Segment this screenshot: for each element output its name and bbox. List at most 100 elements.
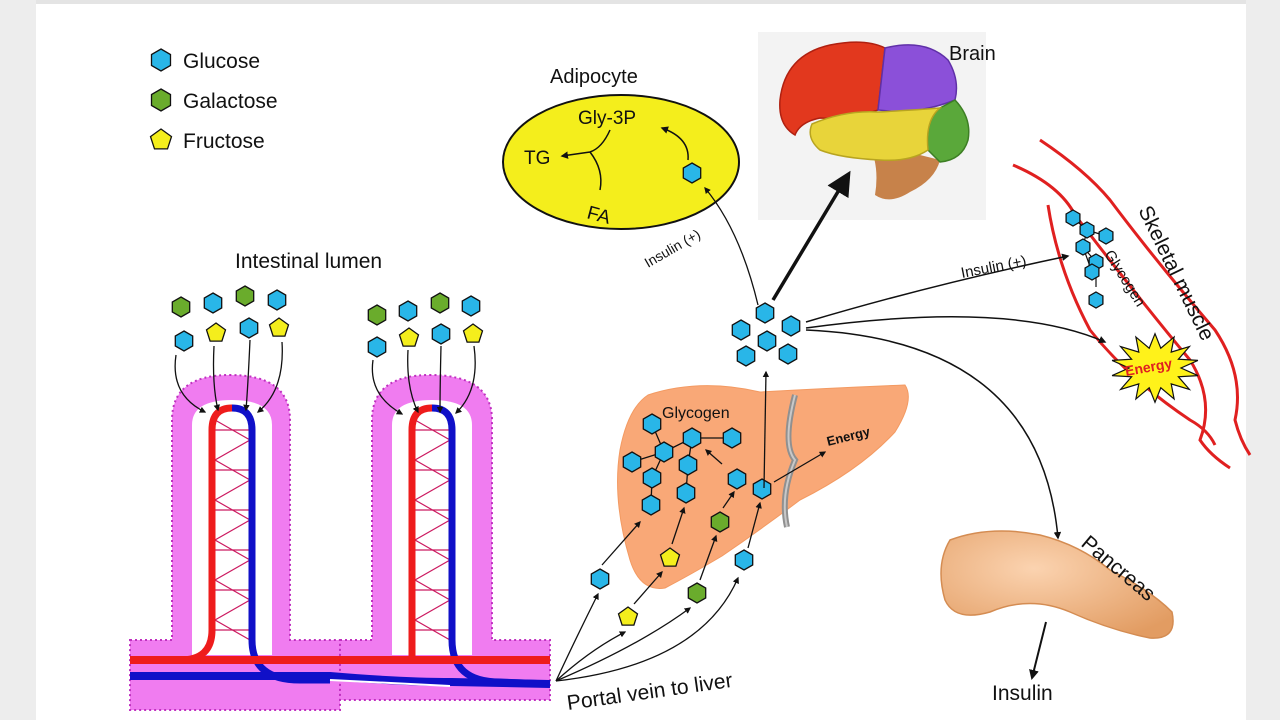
glucose-icon [781, 315, 801, 337]
glucose-icon [682, 427, 702, 449]
glucose-icon [1065, 209, 1081, 227]
blood-glucose-cluster [731, 302, 801, 367]
glucose-icon [174, 330, 194, 352]
legend: Glucose Galactose Fructose [149, 48, 278, 153]
legend-label-galactose: Galactose [183, 90, 278, 113]
glucose-icon [203, 292, 223, 314]
insulin-plus-adipocyte-label: Insulin (+) [642, 226, 704, 271]
legend-label-fructose: Fructose [183, 130, 265, 153]
muscle-outline-right [1039, 138, 1252, 456]
intestine: Intestinal lumen [129, 250, 551, 711]
legend-item-galactose: Galactose [150, 88, 278, 113]
adipocyte-cell [502, 94, 740, 230]
galactose-icon [367, 304, 387, 326]
muscle-glycogen-bonds [1072, 217, 1107, 287]
insulin-label: Insulin [992, 682, 1053, 705]
vein-highlight [329, 679, 451, 687]
galactose-icon [150, 88, 172, 112]
glucose-icon [734, 549, 754, 571]
glucose-icon [778, 343, 798, 365]
fructose-icon [617, 606, 639, 626]
blood-to-pancreas-arrow [805, 329, 1062, 540]
glucose-icon [1088, 291, 1104, 309]
glucose-icon [676, 482, 696, 504]
adipocyte-label: Adipocyte [550, 66, 638, 88]
glucose-icon [678, 454, 698, 476]
adipocyte-reaction-arrows [560, 126, 689, 191]
right-margin-bar [1246, 0, 1280, 720]
lumen-sugars [171, 285, 484, 358]
absorption-arrows [174, 339, 476, 415]
pancreas-to-insulin-arrow [1029, 621, 1047, 680]
glucose-icon [736, 345, 756, 367]
fructose-icon [149, 128, 173, 150]
glucose-icon [642, 467, 662, 489]
glucose-icon [590, 568, 610, 590]
glucose-icon [727, 468, 747, 490]
villus-core-2 [392, 400, 472, 655]
skeletal-muscle: Skeletal muscle Glycogen Energy [1012, 138, 1252, 470]
liver-arrows [601, 451, 827, 605]
muscle-outline-top [1012, 163, 1231, 470]
glucose-icon [641, 494, 661, 516]
glucose-icon [367, 336, 387, 358]
glucose-icon [1079, 221, 1095, 239]
fructose-icon [205, 322, 227, 342]
glucose-icon [752, 478, 772, 500]
glucose-icon [398, 300, 418, 322]
portal-vein-arrows [555, 576, 739, 682]
insulin-plus-muscle-label: Insulin (+) [960, 253, 1028, 282]
blood-to-adipocyte-arrow [704, 187, 759, 306]
glucose-icon [642, 413, 662, 435]
glucose-icon [622, 451, 642, 473]
brain: Brain [758, 32, 996, 220]
artery-main [130, 656, 550, 664]
muscle-energy-burst: Energy [1111, 332, 1199, 404]
villus-2 [339, 373, 551, 701]
fructose-icon [398, 327, 420, 347]
galactose-icon [687, 582, 707, 604]
left-margin-bar [0, 0, 36, 720]
glucose-icon [731, 319, 751, 341]
glucose-icon [1098, 227, 1114, 245]
glucose-icon [1084, 263, 1100, 281]
glucose-icon [267, 289, 287, 311]
gly3p-label: Gly-3P [578, 108, 636, 129]
capillary-mesh-2 [413, 419, 452, 641]
top-border-line [36, 0, 1246, 4]
glucose-icon [1075, 238, 1091, 256]
fructose-icon [462, 323, 484, 343]
intestinal-lumen-label: Intestinal lumen [235, 250, 382, 273]
legend-item-glucose: Glucose [150, 48, 260, 73]
artery-villus-2 [408, 404, 433, 660]
liver-ligament-highlight [783, 394, 797, 528]
liver-to-blood-arrow [762, 370, 770, 489]
legend-label-glucose: Glucose [183, 50, 260, 73]
skeletal-muscle-label: Skeletal muscle [1134, 202, 1219, 344]
glucose-icon [150, 48, 172, 72]
liver: Glycogen Energy [590, 384, 909, 626]
capillary-mesh-1 [213, 419, 252, 641]
galactose-icon [235, 285, 255, 307]
galactose-icon [710, 511, 730, 533]
villus-core-1 [192, 400, 272, 655]
liver-glycogen-label: Glycogen [662, 405, 730, 422]
glucose-icon [461, 295, 481, 317]
energy-burst-icon [1111, 332, 1199, 404]
glucose-icon [682, 162, 702, 184]
glucose-icon [654, 441, 674, 463]
muscle-glycogen-label: Glycogen [1101, 247, 1149, 310]
blood-to-brain-arrow [771, 170, 851, 301]
galactose-icon [430, 292, 450, 314]
glucose-icon [239, 317, 259, 339]
brain-temporal-lobe [809, 107, 943, 162]
pancreas: Pancreas Insulin [940, 530, 1174, 705]
glucose-icon [722, 427, 742, 449]
adipocyte: Adipocyte Gly-3P TG FA [502, 66, 740, 230]
galactose-icon [171, 296, 191, 318]
brain-label: Brain [949, 43, 996, 65]
blood-to-muscle-arrow [805, 253, 1070, 323]
vein-main [130, 672, 551, 688]
glucose-icon [431, 323, 451, 345]
